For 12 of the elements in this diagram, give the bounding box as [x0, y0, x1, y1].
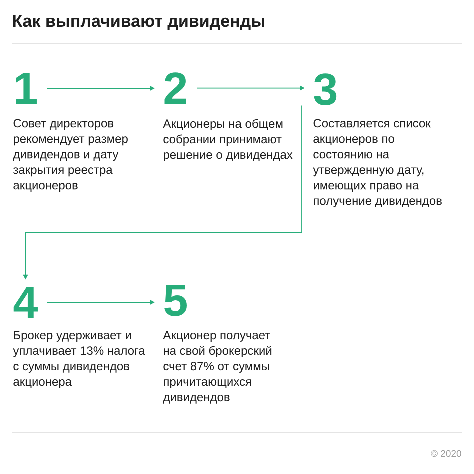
- title: Как выплачивают дивиденды: [13, 15, 264, 30]
- step-text: Акционеры на общем собрании принимают решение о дивидендах: [163, 119, 293, 162]
- step-text: Брокер удерживает и уплачивает 13% налога с суммы дивидендов акционера: [13, 331, 146, 388]
- copyright-note: © 2020: [431, 450, 462, 458]
- step-number: 4: [14, 287, 38, 318]
- step-number: 5: [164, 285, 187, 316]
- step-number: 2: [164, 72, 186, 104]
- step-number: 3: [314, 74, 337, 106]
- step-text: Составляется список акционеров по состоянию на утвержденную дату, имеющих право на получение дивидендов: [313, 119, 442, 208]
- step-number: 1: [16, 73, 37, 104]
- step-text: Акционер получает на свой брокерский счет 87% от суммы причитающихся дивидендов: [163, 331, 272, 404]
- step-text: Совет директоров рекомендует размер дивидендов и дату закрытия реестра акционеров: [13, 119, 128, 192]
